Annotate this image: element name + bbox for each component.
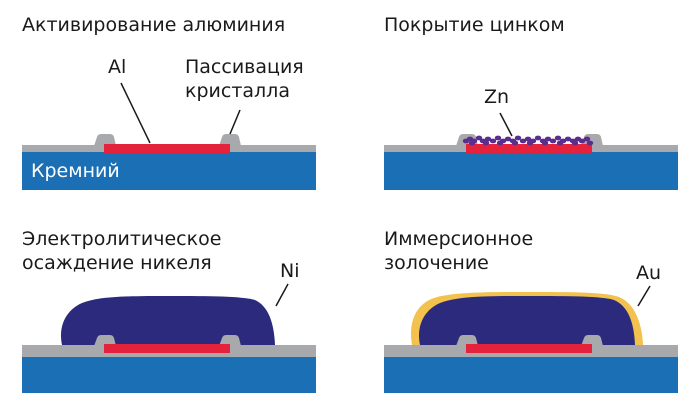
nickel-bump [418, 296, 635, 345]
zinc-grain [578, 138, 586, 144]
zinc-title: Покрытие цинком [384, 14, 565, 36]
zinc-grain [489, 138, 497, 144]
zinc-grain [504, 136, 512, 142]
zinc-cross-section [384, 112, 678, 190]
zinc-grain [524, 136, 532, 142]
silicon-substrate [22, 357, 316, 393]
gold-title-line2: золочение [384, 252, 489, 274]
passivation-bump-right [219, 134, 241, 146]
ni-leader-line [275, 283, 289, 307]
zinc-grain [586, 140, 594, 146]
zinc-grain [554, 135, 562, 141]
aluminium-pad [466, 344, 592, 353]
silicon-substrate [22, 152, 316, 190]
zinc-grain [484, 136, 492, 142]
gold-cross-section [384, 285, 678, 393]
al-label: Al [108, 56, 127, 78]
aluminium-pad [466, 144, 592, 153]
passivation-bump-right [581, 335, 603, 346]
zinc-grain [475, 135, 483, 141]
zinc-grains [462, 135, 594, 146]
passivation-bump-left [94, 134, 116, 146]
aluminium-pad [104, 344, 230, 353]
passivation-bump-right [219, 335, 241, 346]
zn-leader-line [499, 112, 513, 137]
zinc-grain [541, 140, 549, 146]
au-leader-line [637, 285, 651, 307]
activation-cross-section [22, 82, 316, 190]
zinc-grain [556, 140, 564, 146]
au-label: Au [636, 262, 662, 284]
zinc-grain [519, 138, 527, 144]
zinc-grain [583, 136, 591, 142]
passivation-label-line2: кристалла [185, 80, 290, 102]
nickel-title-line2: осаждение никеля [22, 252, 212, 274]
zinc-grain [564, 136, 572, 142]
zinc-grain [468, 140, 476, 146]
silicon-label: Кремний [31, 160, 120, 182]
passivation-bump-left [456, 335, 478, 346]
zinc-grain [544, 136, 552, 142]
zinc-grain [514, 135, 522, 141]
zinc-grain [571, 140, 579, 146]
nickel-title-line1: Электролитическое [22, 228, 222, 250]
passivation-label-line1: Пассивация [185, 56, 304, 78]
nickel-cross-section [22, 283, 316, 393]
passivation-bump-left [94, 335, 116, 346]
silicon-substrate [384, 357, 678, 393]
gold-title-line1: Иммерсионное [384, 228, 534, 250]
zinc-grain [511, 140, 519, 146]
zinc-grain [496, 140, 504, 146]
zinc-grain [494, 135, 502, 141]
aluminium-pad [104, 144, 230, 153]
zn-label: Zn [484, 86, 510, 108]
zinc-grain [526, 140, 534, 146]
al-leader-line [120, 82, 151, 144]
zinc-grain [482, 140, 490, 146]
nickel-bump [60, 296, 275, 345]
ni-label: Ni [280, 260, 300, 282]
silicon-substrate [384, 152, 678, 190]
zinc-grain [549, 138, 557, 144]
zinc-grain [534, 135, 542, 141]
activation-title: Активирование алюминия [22, 14, 286, 36]
passivation-leader-line [229, 109, 241, 135]
